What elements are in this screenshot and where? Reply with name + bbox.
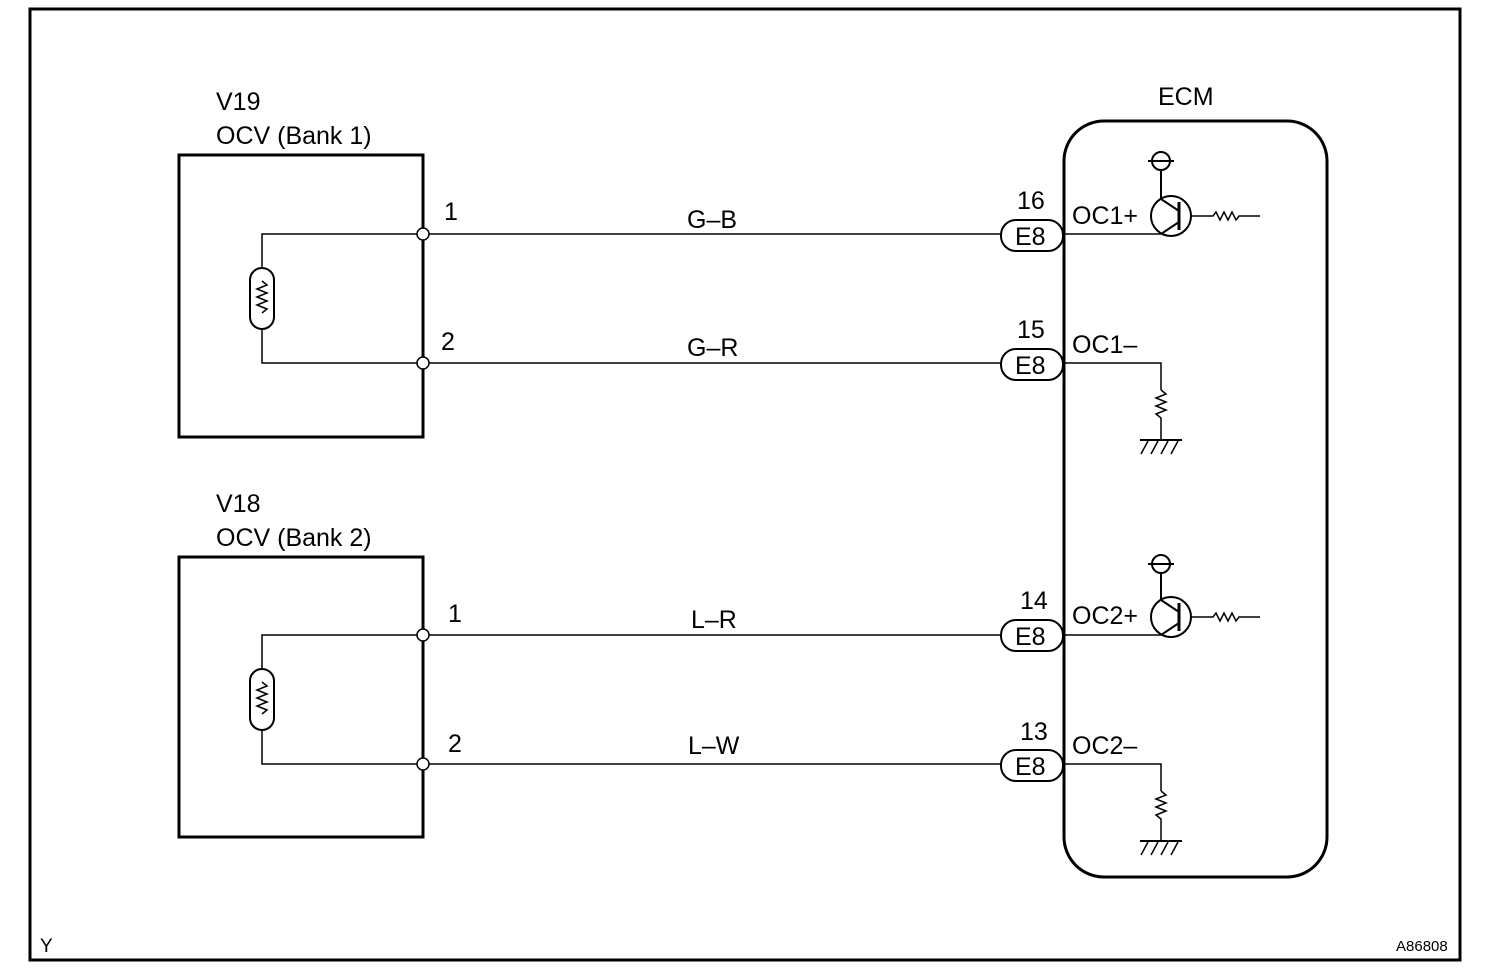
v18-code: V18 xyxy=(216,490,260,518)
connector-badge xyxy=(1000,348,1064,381)
ecm-component: ECM xyxy=(1062,83,1329,879)
v18-name: OCV (Bank 2) xyxy=(216,524,372,552)
connector-label: E8 xyxy=(1015,753,1046,781)
ground-resistor xyxy=(1153,389,1169,440)
wire-pin: 2 xyxy=(448,730,462,758)
oc2-plus-transistor-icon xyxy=(1063,554,1260,638)
v19-code: V19 xyxy=(216,88,260,116)
v19-name: OCV (Bank 1) xyxy=(216,122,372,150)
wire-pin: 2 xyxy=(441,328,455,356)
v19-coil-zigzag xyxy=(254,280,270,314)
transistor-body xyxy=(1150,596,1192,638)
ecm-label: ECM xyxy=(1158,83,1214,111)
terminal-label: OC1– xyxy=(1072,331,1137,359)
v19-component: V19 OCV (Bank 1) xyxy=(177,88,425,439)
v18-internal-wire xyxy=(261,634,423,765)
ground-resistor xyxy=(1153,790,1169,841)
wire-1: 2 G–R 15 E8 OC1– xyxy=(416,316,1137,381)
ecm-box xyxy=(1062,119,1329,879)
v19-box xyxy=(177,153,425,439)
wire-0: 1 G–B 16 E8 OC1+ xyxy=(416,187,1138,252)
ground-wire xyxy=(1063,362,1162,390)
wire-color: L–W xyxy=(688,732,740,760)
oc1-minus-ground-icon xyxy=(1063,362,1182,455)
wire-color: G–B xyxy=(687,206,737,234)
v19-internal-wire xyxy=(261,233,423,364)
wire-pin: 1 xyxy=(444,198,458,226)
footer-left-code: Y xyxy=(40,936,53,957)
connector-badge xyxy=(1000,219,1064,252)
oc2-minus-ground-icon xyxy=(1063,763,1182,856)
wire-3: 2 L–W 13 E8 OC2– xyxy=(416,718,1137,782)
transistor-legs xyxy=(1160,198,1180,235)
connector-label: E8 xyxy=(1015,223,1046,251)
transistor-legs xyxy=(1160,599,1180,636)
connector-label: E8 xyxy=(1015,352,1046,380)
v18-coil-icon xyxy=(249,668,275,731)
wire-color: G–R xyxy=(687,334,738,362)
ground-hatch xyxy=(1140,440,1179,455)
wire-2: 1 L–R 14 E8 OC2+ xyxy=(416,587,1138,652)
ground-hatch xyxy=(1140,841,1179,856)
wire-node xyxy=(416,628,430,642)
oc1-plus-transistor-icon xyxy=(1063,151,1260,237)
terminal-label: OC1+ xyxy=(1072,202,1138,230)
wire-node xyxy=(416,227,430,241)
footer-right-code: A86808 xyxy=(1396,938,1448,955)
base-resistor xyxy=(1191,210,1260,222)
wire-pin: 1 xyxy=(448,600,462,628)
terminal-label: OC2– xyxy=(1072,732,1137,760)
ecm-pin-number: 13 xyxy=(1020,718,1048,746)
terminal-label: OC2+ xyxy=(1072,602,1138,630)
diagram-frame xyxy=(28,7,1462,962)
wire-node xyxy=(416,356,430,370)
ground-wire xyxy=(1063,763,1162,791)
wire-node xyxy=(416,757,430,771)
base-resistor xyxy=(1191,611,1260,623)
ecm-pin-number: 14 xyxy=(1020,587,1048,615)
v18-coil-zigzag xyxy=(254,681,270,715)
v18-box xyxy=(177,555,425,839)
connector-badge xyxy=(1000,749,1064,782)
v18-component: V18 OCV (Bank 2) xyxy=(177,490,425,839)
connector-label: E8 xyxy=(1015,623,1046,651)
ecm-pin-number: 16 xyxy=(1017,187,1045,215)
transistor-body xyxy=(1150,195,1192,237)
wire-color: L–R xyxy=(691,606,737,634)
v19-coil-icon xyxy=(249,267,275,330)
ecm-pin-number: 15 xyxy=(1017,316,1045,344)
